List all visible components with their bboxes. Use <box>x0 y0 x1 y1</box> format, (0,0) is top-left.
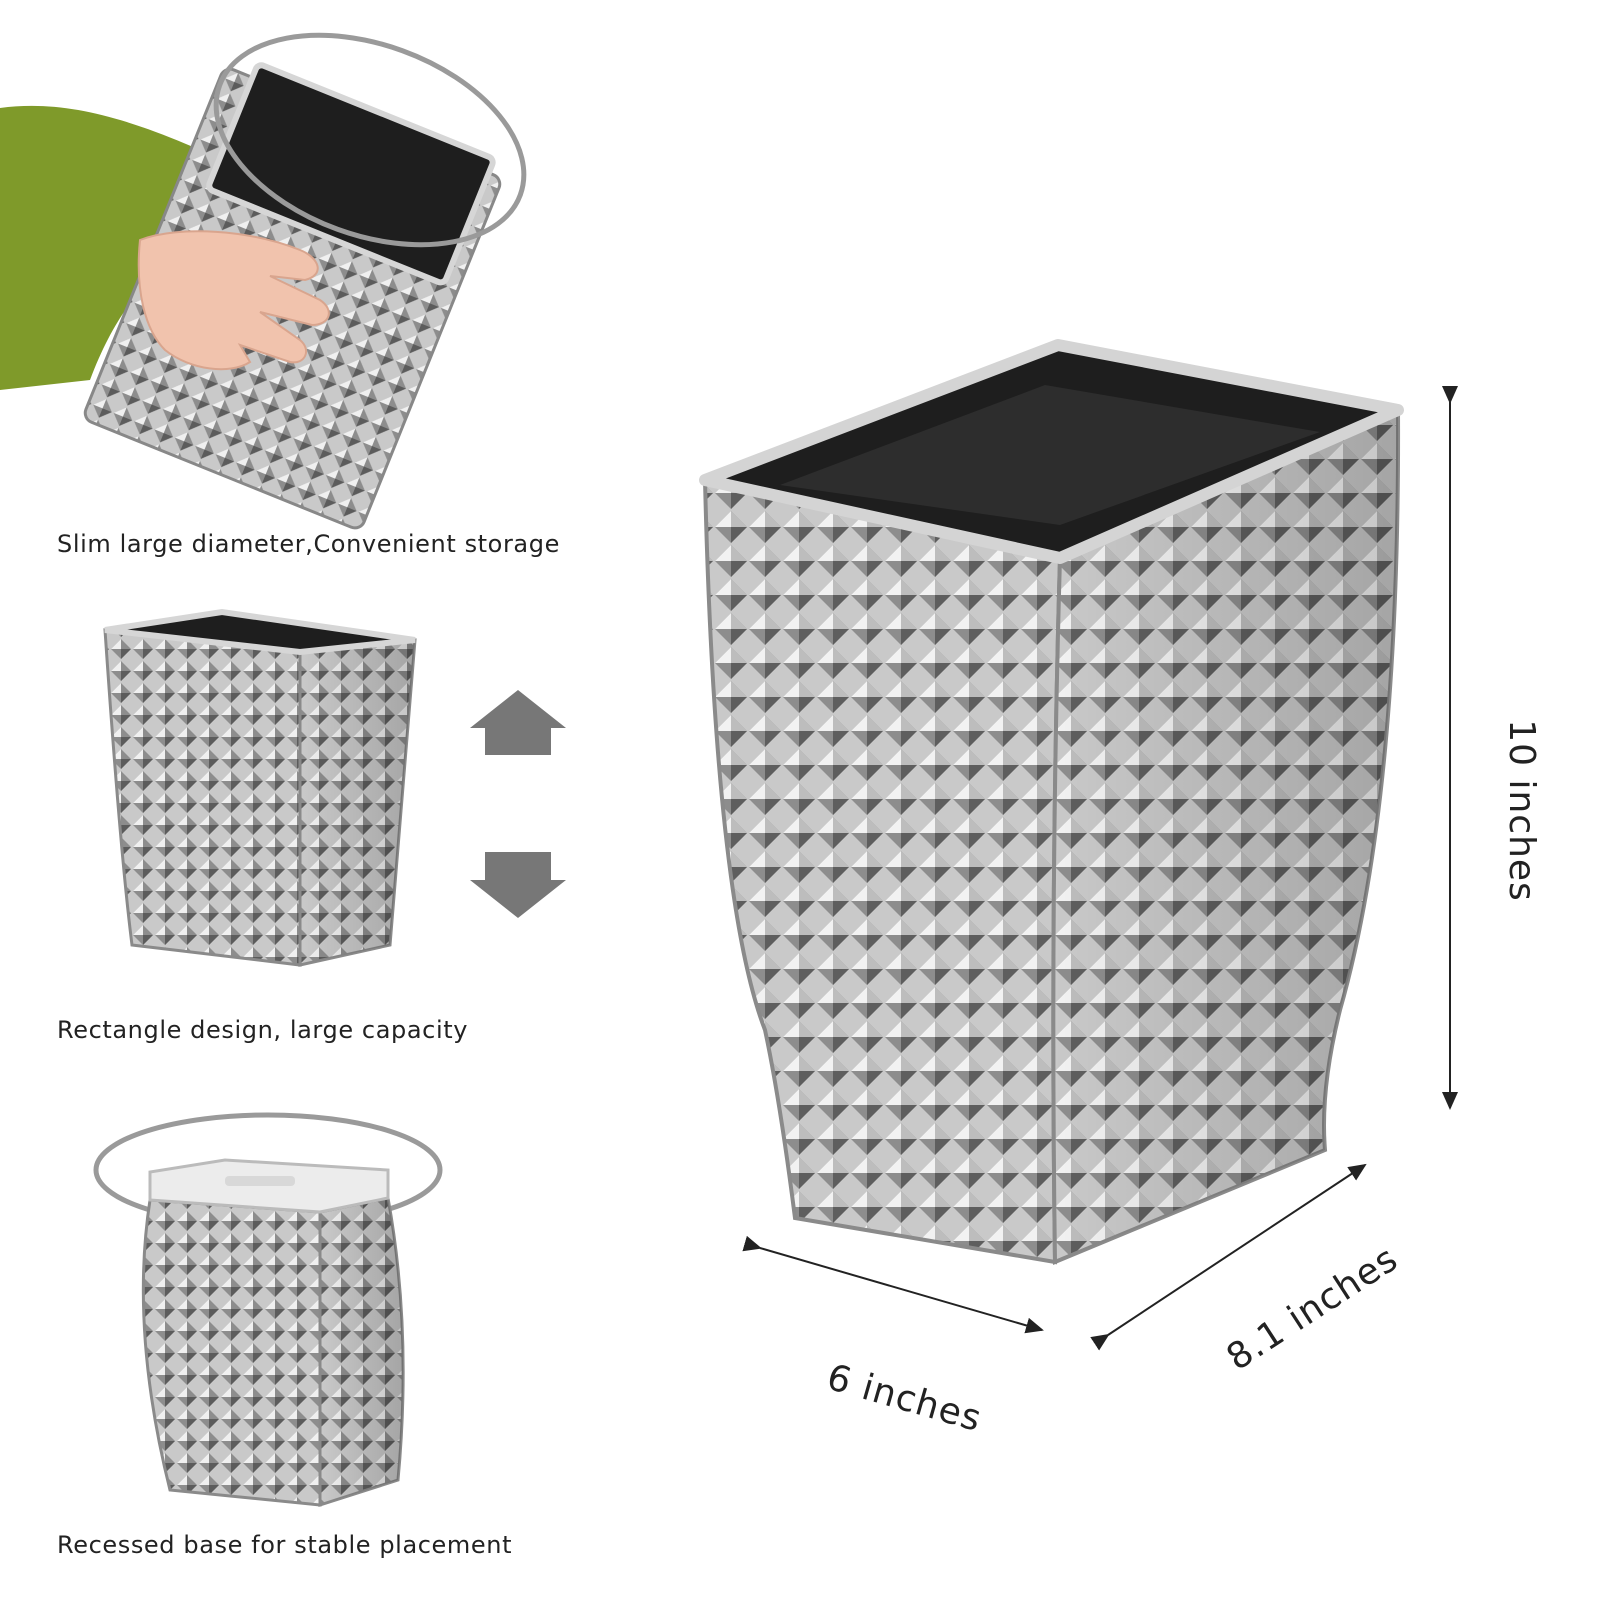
green-sleeve <box>0 105 205 391</box>
feature-3-image <box>93 1112 443 1508</box>
feature-3-caption: Recessed base for stable placement <box>57 1531 513 1559</box>
main-bin-image <box>699 339 1404 1265</box>
depth-dimension-line <box>1090 1163 1367 1351</box>
feature-1-image <box>0 32 527 530</box>
width-dimension-line <box>742 1235 1044 1334</box>
height-label: 10 inches <box>1500 719 1542 902</box>
arrow-up-icon <box>470 690 566 755</box>
feature-1-caption: Slim large diameter,Convenient storage <box>57 530 560 558</box>
hand <box>137 230 330 371</box>
feature-2-caption: Rectangle design, large capacity <box>57 1016 469 1044</box>
arrow-down-icon <box>470 852 566 918</box>
rotation-ring-icon <box>213 32 527 248</box>
feature-2-image <box>103 608 566 967</box>
